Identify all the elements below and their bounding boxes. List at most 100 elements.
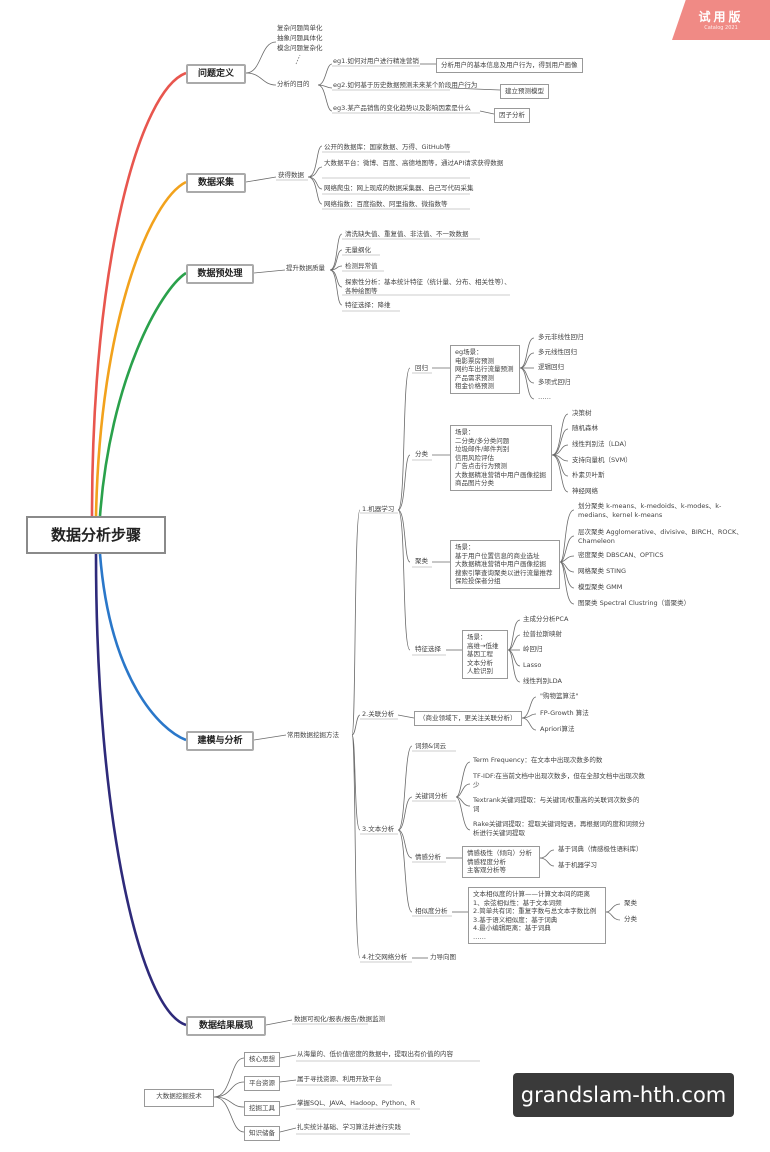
bigdata-row-2-label: 平台资源 [244,1076,280,1091]
text-wordcloud: 词频&词云 [415,742,447,750]
keyword-item-2: TF-IDF:在当前文档中出现次数多，但在全部文档中出现次数少 [473,772,645,789]
regression-method-3: 逻辑回归 [538,363,564,371]
assoc-method-3: Apriori算法 [540,725,575,733]
definition-purpose: 分析的目的 [277,80,310,88]
network-detail: 力导向图 [430,953,456,961]
assoc-scenario: （商业领域下，更关注关联分析） [414,711,522,726]
classification-method-2: 随机森林 [572,424,598,432]
collection-sub: 获得数据 [278,171,304,179]
node-preprocess: 数据预处理 [186,264,254,284]
assoc-method-1: "购物篮算法" [540,692,579,700]
ml-label: 1.机器学习 [362,505,395,513]
bigdata-row-4-label: 知识储备 [244,1126,280,1141]
definition-note-3: 模念问题复杂化 [277,44,323,52]
classification-method-4: 支持向量机（SVM） [572,456,632,464]
keyword-item-1: Term Frequency：在文本中出现次数多的数 [473,756,603,764]
preprocess-sub: 提升数据质量 [286,264,325,272]
feature-method-1: 主成分分析PCA [523,615,569,623]
classification-method-3: 线性判别法（LDA） [572,440,631,448]
definition-note-1: 复杂问题简单化 [277,24,323,32]
regression-method-5: …… [538,393,551,401]
sentiment-scenario: 情感极性（倾向）分析 情感程度分析 主客观分析等 [462,846,540,878]
ml-regression-scenario: eg场景： 电影票房预测 网约车出行流量预测 产品需求预测 租金价格预测 [450,345,520,394]
branch-definition [90,71,187,517]
clustering-method-1: 划分聚类 k-means、k-medoids、k-modes、k-medians… [578,502,722,519]
collection-item-2: 大数据平台：微博、百度、高德地图等，通过API请求获得数据 [324,159,504,167]
definition-eg2-detail: 建立预测模型 [500,84,549,99]
classification-method-5: 朴素贝叶斯 [572,471,605,479]
root-node: 数据分析步骤 [26,516,166,554]
bigdata-row-3-label: 挖掘工具 [244,1101,280,1116]
regression-method-2: 多元线性回归 [538,348,577,356]
site-watermark: grandslam-hth.com [513,1073,734,1117]
text-sentiment-label: 情感分析 [415,853,441,861]
preprocess-item-4: 探索性分析：基本统计特征（统计量、分布、相关性等）、各种绘图等 [345,278,511,295]
node-collection: 数据采集 [186,173,246,193]
collection-item-4: 网络指数：百度指数、阿里指数、微指数等 [324,200,448,208]
ml-feature-label: 特征选择 [415,645,441,653]
definition-eg1-detail: 分析用户的基本信息及用户行为，得到用户画像 [436,58,583,73]
branch-collection [94,180,187,517]
sentiment-method-2: 基于机器学习 [558,861,597,869]
trial-label: 试用版 [698,10,744,24]
network-label: 4.社交网络分析 [362,953,408,961]
ml-regression-label: 回归 [415,364,428,372]
definition-eg2: eg2.如何基于历史数据预测未来某个阶段用户行为 [333,81,478,89]
bigdata-row-1-text: 从海量的、低价值密度的数据中，提取出有价值的内容 [297,1050,453,1058]
definition-eg3-detail: 因子分析 [494,108,530,123]
feature-method-4: Lasso [523,661,542,669]
trial-ribbon: 试用版 Catalog 2021 [672,0,770,40]
assoc-label: 2.关联分析 [362,710,395,718]
definition-note-2: 抽象问题具体化 [277,34,323,42]
ml-clustering-scenario: 场景： 基于用户位置信息的商业选址 大数据精准营销中用户画像挖掘 搜索引擎查询聚… [450,540,560,589]
branch-modeling [98,553,187,742]
branch-presentation [94,553,187,1027]
feature-method-2: 拉普拉斯映射 [523,630,562,638]
collection-item-1: 公开的数据库：国家数据、万得、GitHub等 [324,143,451,151]
branch-preprocess [98,271,187,517]
preprocess-item-3: 检测异常值 [345,262,378,270]
clustering-method-4: 网格聚类 STING [578,567,626,575]
presentation-sub: 数据可视化/报表/报告/数据监测 [294,1015,386,1023]
regression-method-1: 多元非线性回归 [538,333,584,341]
bigdata-row-4-text: 扎实统计基础、学习算法并进行实践 [297,1123,401,1131]
classification-method-1: 决策树 [572,409,592,417]
definition-eg1: eg1.如何对用户进行精准营销 [333,57,419,65]
node-presentation: 数据结果展现 [186,1016,266,1036]
ml-clustering-label: 聚类 [415,557,428,565]
feature-method-3: 岭回归 [523,645,543,653]
preprocess-item-2: 无量纲化 [345,246,371,254]
similarity-method-1: 聚类 [624,899,637,907]
similarity-method-2: 分类 [624,915,637,923]
preprocess-item-1: 清洗缺失值、重复值、非法值、不一致数据 [345,230,469,238]
text-label: 3.文本分析 [362,825,395,833]
clustering-method-3: 密度聚类 DBSCAN、OPTICS [578,551,664,559]
feature-method-5: 线性判别LDA [523,677,562,685]
bigdata-title: 大数据挖掘技术 [144,1089,214,1107]
ml-feature-scenario: 场景： 高维→低维 基因工程 文本分析 人脸识别 [462,630,508,679]
bigdata-row-2-text: 属于寻找资源、利用开放平台 [297,1075,382,1083]
ml-classification-scenario: 场景： 二分类/多分类问题 垃圾邮件/邮件判别 信用风险评估 广告点击行为预测 … [450,425,552,491]
keyword-item-4: Rake关键词提取：提取关键词短语，再根据词的度和词频分析进行关键词提取 [473,820,645,837]
collection-item-3: 网络爬虫：网上现成的数据采集器、自己写代码采集 [324,184,474,192]
modeling-sub: 常用数据挖掘方法 [287,731,339,739]
bigdata-row-3-text: 掌握SQL、JAVA、Hadoop、Python、R [297,1099,416,1107]
bigdata-row-1-label: 核心思想 [244,1052,280,1067]
preprocess-item-5: 特征选择：降维 [345,301,391,309]
similarity-detail: 文本相似度的计算——计算文本间的距离 1、余弦相似性：基于文本词频 2.简单共有… [468,887,606,944]
node-definition: 问题定义 [186,64,246,84]
definition-eg3: eg3.某产品销售的变化趋势以及影响因素是什么 [333,104,471,112]
clustering-method-2: 层次聚类 Agglomerative、divisive、BIRCH、ROCK、C… [578,528,743,545]
sentiment-method-1: 基于词典（情感极性语料库） [558,845,643,853]
text-similarity-label: 相似度分析 [415,907,448,915]
classification-method-6: 神经网络 [572,487,598,495]
ml-classification-label: 分类 [415,450,428,458]
assoc-method-2: FP-Growth 算法 [540,709,589,717]
text-keyword-label: 关键词分析 [415,792,448,800]
node-modeling: 建模与分析 [186,731,254,751]
clustering-method-5: 模型聚类 GMM [578,583,623,591]
trial-sublabel: Catalog 2021 [704,25,738,31]
regression-method-4: 多项式回归 [538,378,571,386]
clustering-method-6: 图聚类 Spectral Clustring（谱聚类） [578,599,691,607]
